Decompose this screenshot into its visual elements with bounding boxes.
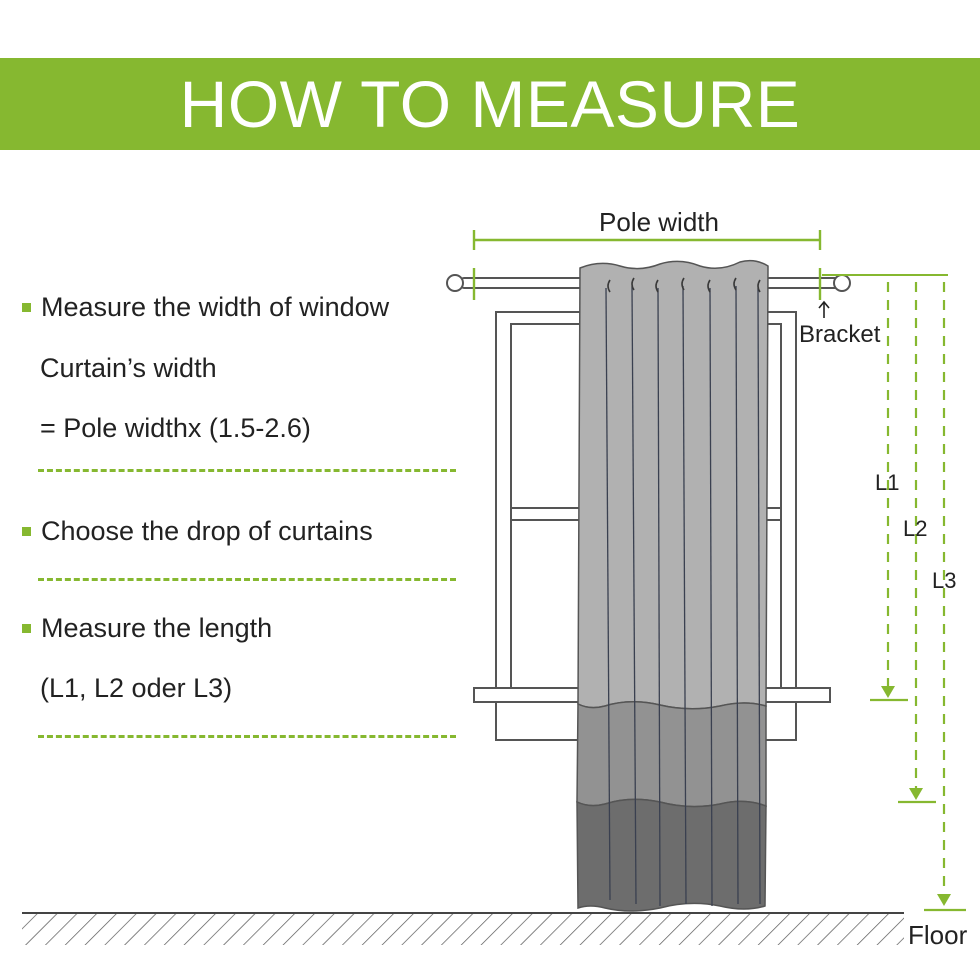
bullet-icon xyxy=(22,624,31,633)
l1-label: L1 xyxy=(875,470,899,495)
dashed-divider xyxy=(38,469,456,472)
step-label: Choose the drop of curtains xyxy=(41,516,373,546)
step-measure-width: Measure the width of window xyxy=(22,292,389,323)
bracket-arrow-icon xyxy=(818,300,830,318)
l3-label: L3 xyxy=(932,568,956,593)
l2-label: L2 xyxy=(903,516,927,541)
pole-width-dimension xyxy=(472,230,822,300)
dashed-divider xyxy=(38,735,456,738)
step-label: Measure the width of window xyxy=(41,292,390,322)
step-choose-drop: Choose the drop of curtains xyxy=(22,516,373,547)
floor-label: Floor xyxy=(908,920,968,950)
step-detail: = Pole widthx (1.5-2.6) xyxy=(40,413,311,443)
curtain-rings xyxy=(607,277,761,293)
l3-dimension xyxy=(924,282,966,912)
step-measure-length: Measure the length xyxy=(22,613,272,644)
step-label: Measure the length xyxy=(41,613,273,643)
bullet-icon xyxy=(22,303,31,312)
step-detail: Curtain’s width xyxy=(40,353,217,383)
l1-dimension xyxy=(870,282,908,702)
dashed-divider xyxy=(38,578,456,581)
l2-dimension xyxy=(898,282,936,804)
page-title: HOW TO MEASURE xyxy=(179,67,801,141)
curtain-bottom-panel xyxy=(576,798,767,912)
step-detail: (L1, L2 oder L3) xyxy=(40,673,233,703)
floor xyxy=(22,912,904,945)
pole-width-label: Pole width xyxy=(599,207,719,237)
bullet-icon xyxy=(22,527,31,536)
header-banner: HOW TO MEASURE xyxy=(0,58,980,150)
curtain xyxy=(576,259,769,912)
bracket-label: Bracket xyxy=(799,321,881,348)
